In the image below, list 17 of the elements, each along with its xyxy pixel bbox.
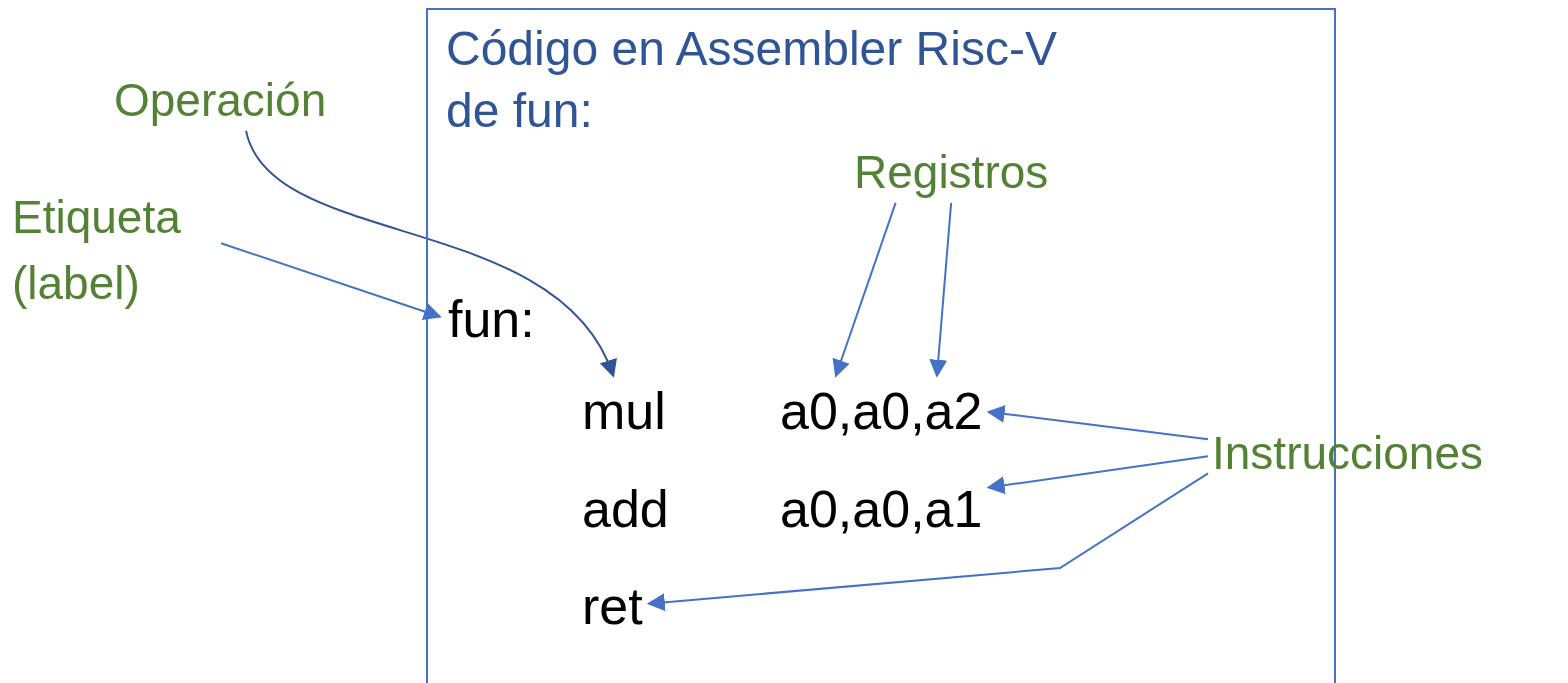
operand-list: a0,a0,a1 bbox=[778, 478, 985, 542]
annotation-text: Registros bbox=[852, 144, 1051, 201]
leader-arrow bbox=[220, 242, 442, 321]
opcode: mul bbox=[580, 380, 668, 444]
opcode: add bbox=[580, 478, 671, 542]
opcode: ret bbox=[580, 575, 645, 639]
leader-arrow bbox=[646, 472, 1209, 612]
leader-arrow bbox=[245, 129, 615, 378]
code-label: fun: bbox=[446, 288, 537, 352]
leader-arrow bbox=[929, 201, 953, 378]
annotation-text: Etiqueta (label) bbox=[10, 182, 219, 318]
leader-arrow bbox=[832, 201, 897, 378]
leader-arrow bbox=[986, 404, 1209, 441]
code-title: Código en Assembler Risc-V de fun: bbox=[446, 21, 1058, 139]
annotation-text: Operación bbox=[112, 72, 329, 129]
leader-arrow bbox=[986, 455, 1209, 495]
operand-list: a0,a0,a2 bbox=[778, 380, 985, 444]
